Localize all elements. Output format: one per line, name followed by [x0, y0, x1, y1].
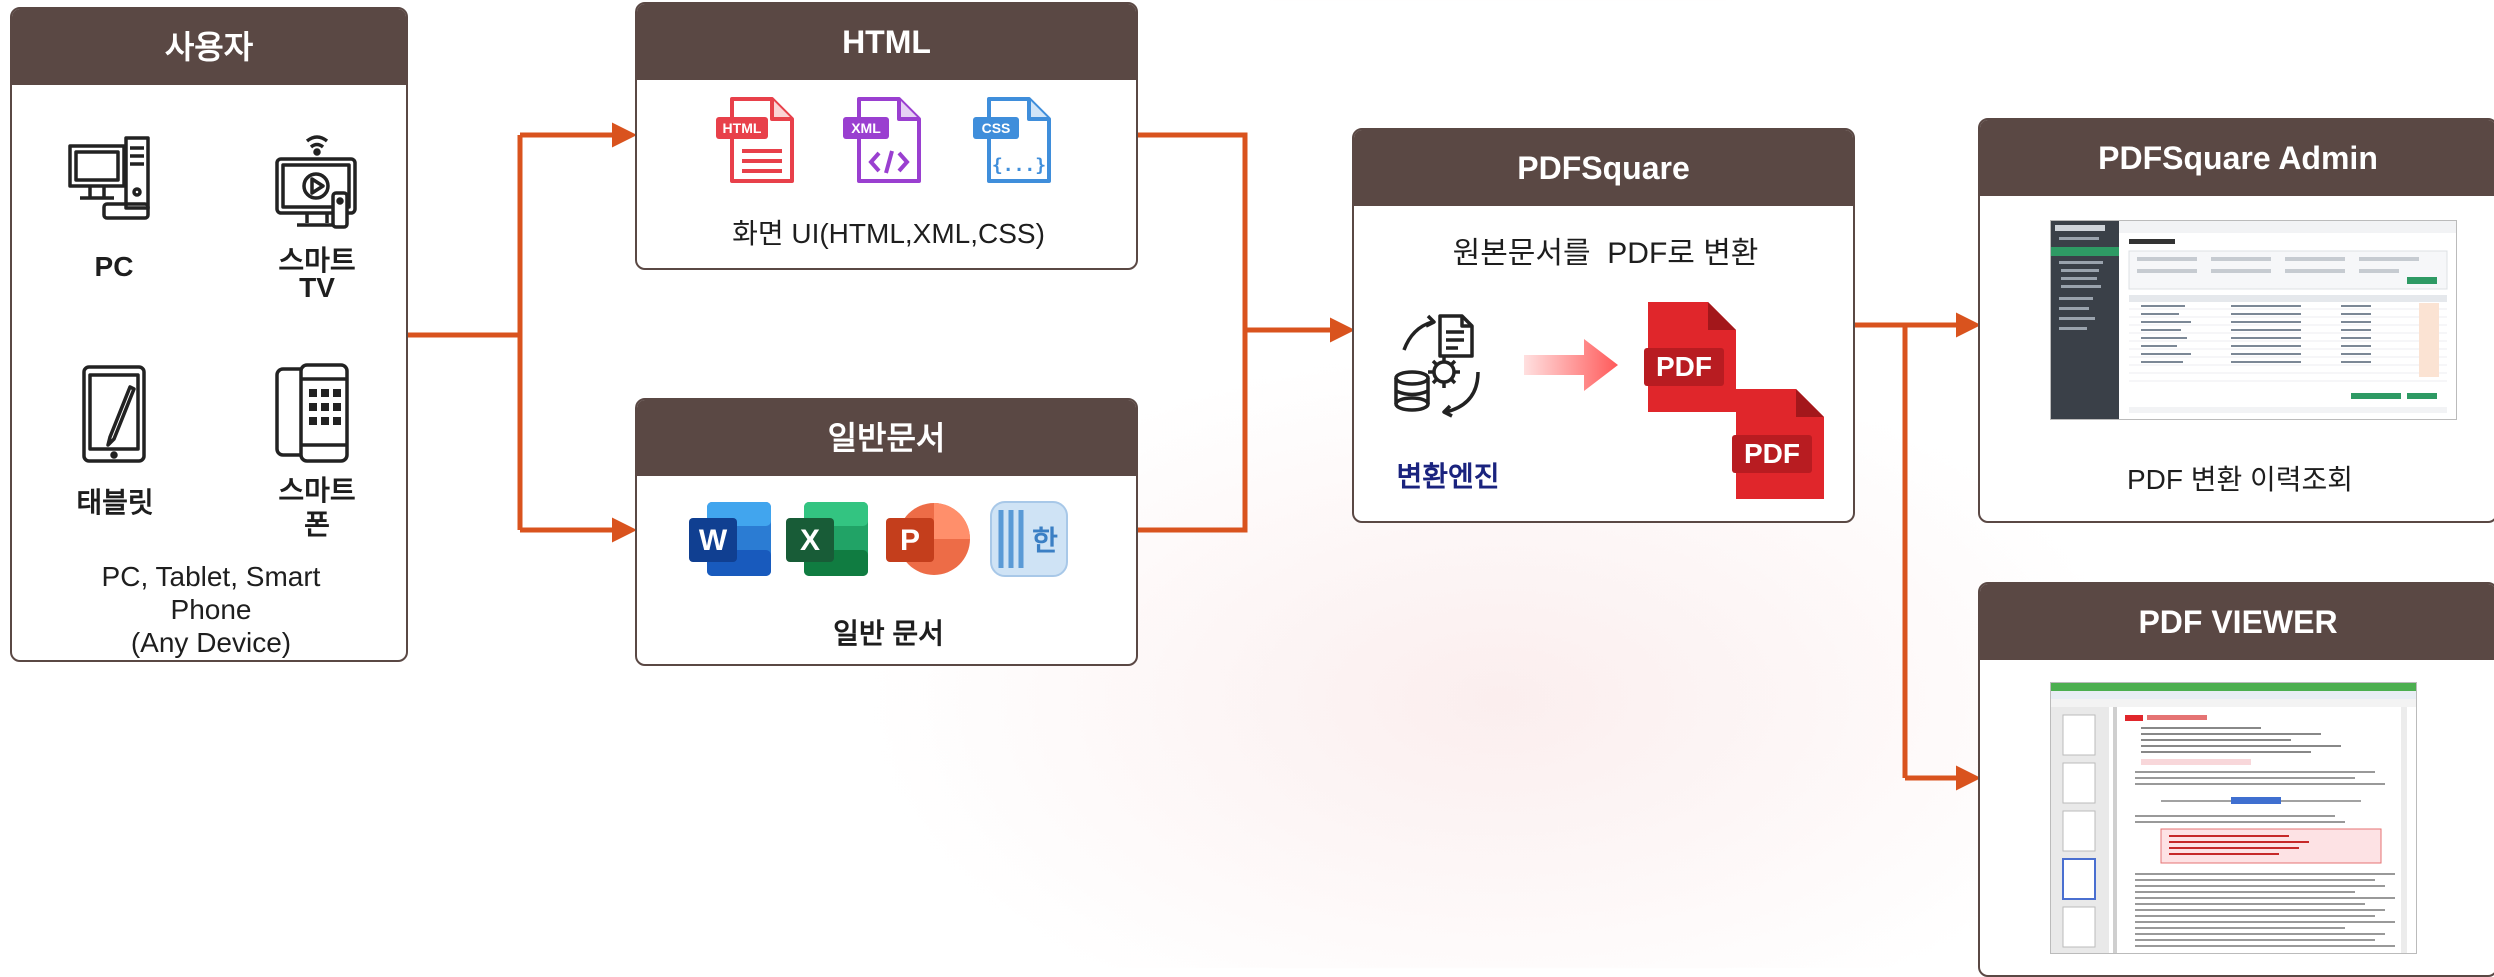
- convert-arrow-icon: [1524, 339, 1618, 391]
- user-panel: 사용자 PC 스마트 TV: [10, 7, 408, 662]
- excel-icon-label: X: [800, 524, 820, 557]
- smart-tv-label-line2: TV: [299, 272, 335, 303]
- smartphone-label-line1: 스마트: [278, 475, 356, 506]
- doc-panel: 일반문서 W X P 한 일반 문서: [635, 398, 1138, 666]
- pdf-file-icon-2-label: PDF: [1744, 438, 1800, 469]
- pdf-file-icon-1: PDF: [1644, 302, 1736, 412]
- doc-panel-caption: 일반 문서: [833, 618, 944, 649]
- pdf-file-icon-2: PDF: [1732, 389, 1824, 499]
- conversion-engine-icon: [1394, 314, 1480, 418]
- smart-tv-icon: [275, 135, 357, 229]
- excel-icon: X: [786, 502, 868, 576]
- tablet-label: 태블릿: [76, 487, 154, 518]
- smart-tv-label-line1: 스마트: [278, 245, 356, 276]
- conversion-engine-label: 변환엔진: [1396, 461, 1500, 492]
- word-icon: W: [689, 502, 771, 576]
- smartphone-label-line2: 폰: [304, 509, 330, 540]
- css-file-icon: CSS {...}: [973, 97, 1051, 183]
- admin-panel-caption: PDF 변환 이력조회: [2126, 464, 2354, 495]
- powerpoint-icon-label: P: [900, 524, 920, 557]
- pdfsquare-panel: PDFSquare 원본문서를 PDF로 변환 변환엔진: [1352, 128, 1855, 523]
- html-panel: HTML HTML XML CSS {...} 화면 UI(HTML,XML,C…: [635, 2, 1138, 270]
- svg-text:{...}: {...}: [992, 155, 1046, 176]
- word-icon-label: W: [699, 524, 728, 557]
- pdf-file-icon-1-label: PDF: [1656, 351, 1712, 382]
- html-panel-title: HTML: [637, 4, 1136, 80]
- css-file-icon-label: CSS: [982, 120, 1011, 136]
- admin-panel-title: PDFSquare Admin: [1980, 120, 2494, 196]
- device-caption-line2: Phone: [170, 594, 252, 625]
- pdf-viewer-screenshot: [2050, 682, 2417, 954]
- device-caption-line1: PC, Tablet, Smart: [101, 561, 321, 592]
- viewer-panel: PDF VIEWER: [1978, 582, 2494, 977]
- pc-icon: [68, 136, 150, 220]
- hwp-icon-label: 한: [1032, 524, 1058, 557]
- device-caption-line3: (Any Device): [130, 627, 292, 658]
- xml-file-icon-label: XML: [851, 120, 881, 136]
- smartphone-icon: [275, 363, 349, 463]
- html-panel-caption: 화면 UI(HTML,XML,CSS): [732, 218, 1045, 249]
- user-panel-title: 사용자: [12, 9, 406, 85]
- admin-screenshot: [2050, 220, 2457, 420]
- html-file-icon: HTML: [716, 97, 794, 183]
- pdfsquare-panel-title: PDFSquare: [1354, 130, 1853, 206]
- doc-panel-title: 일반문서: [637, 400, 1136, 476]
- pdfsquare-subtitle: 원본문서를 PDF로 변환: [1452, 237, 1759, 270]
- powerpoint-icon: P: [886, 503, 970, 575]
- admin-panel: PDFSquare Admin: [1978, 118, 2494, 523]
- pc-label: PC: [94, 251, 134, 282]
- xml-file-icon: XML: [843, 97, 921, 183]
- hwp-icon: 한: [990, 501, 1068, 577]
- viewer-panel-title: PDF VIEWER: [1980, 584, 2494, 660]
- tablet-icon: [82, 365, 146, 463]
- html-file-icon-label: HTML: [723, 120, 762, 136]
